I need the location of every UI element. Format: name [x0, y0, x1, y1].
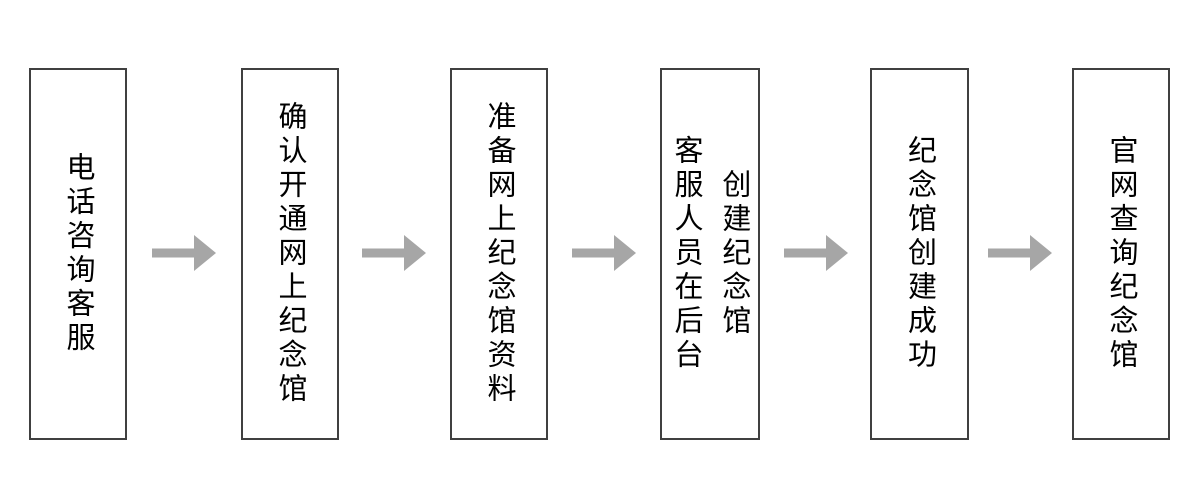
right-arrow-icon [572, 235, 636, 271]
flow-step-4: 客服人员在后台 创建纪念馆 [660, 68, 760, 440]
flow-step-5-label: 纪念馆创建成功 [903, 135, 938, 373]
right-arrow-icon [362, 235, 426, 271]
flow-step-4-label-column-2: 创建纪念馆 [717, 169, 752, 339]
flow-step-3-label: 准备网上纪念馆资料 [482, 101, 517, 407]
flow-step-1: 电话咨询客服 [29, 68, 127, 440]
flow-step-5: 纪念馆创建成功 [870, 68, 969, 440]
right-arrow-icon [784, 235, 848, 271]
right-arrow-icon [988, 235, 1052, 271]
flow-step-2: 确认开通网上纪念馆 [241, 68, 339, 440]
flow-step-2-label: 确认开通网上纪念馆 [273, 101, 308, 407]
flow-step-1-label: 电话咨询客服 [61, 152, 96, 356]
flow-step-6-label: 官网查询纪念馆 [1104, 135, 1139, 373]
right-arrow-icon [152, 235, 216, 271]
flow-step-3: 准备网上纪念馆资料 [450, 68, 548, 440]
flow-step-6: 官网查询纪念馆 [1072, 68, 1170, 440]
flow-step-4-label-column-1: 客服人员在后台 [670, 135, 704, 373]
